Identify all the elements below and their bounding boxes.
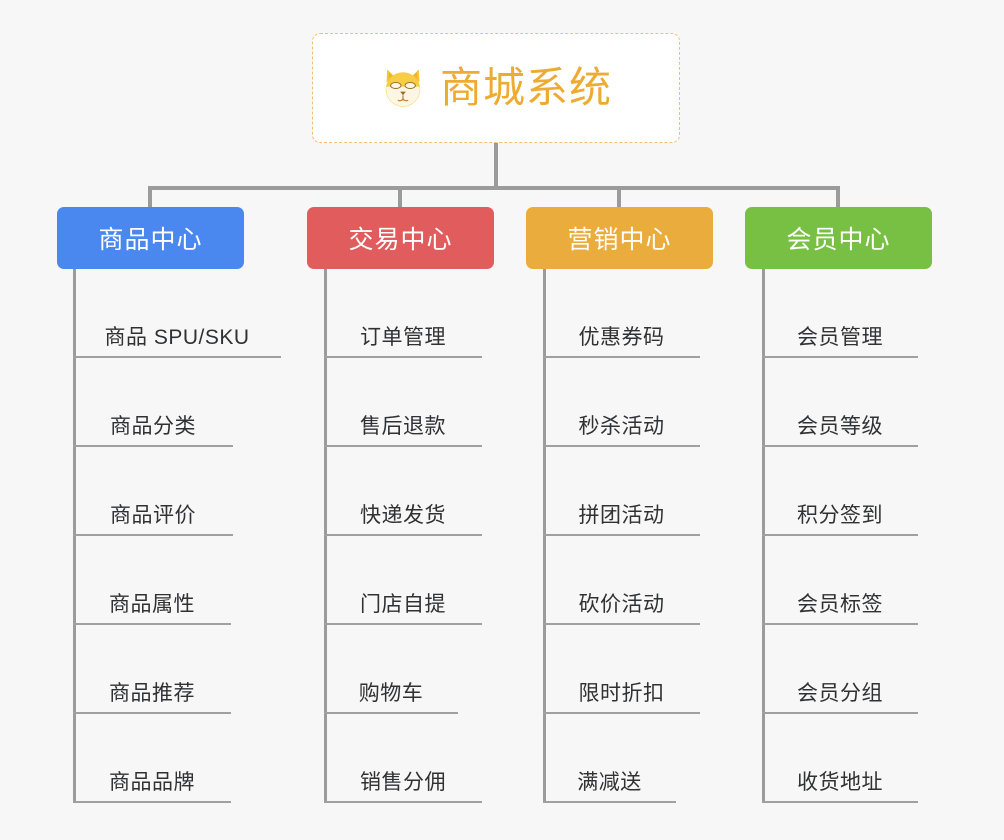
leaf-item[interactable]: 商品分类 xyxy=(73,358,233,447)
leaf-item-underline xyxy=(73,801,231,803)
connector-horizontal-bus xyxy=(148,186,840,190)
leaf-item-label: 会员管理 xyxy=(797,326,883,349)
category-node-label: 商品中心 xyxy=(98,226,203,254)
leaf-item[interactable]: 购物车 xyxy=(324,625,458,714)
leaf-item-label: 销售分佣 xyxy=(360,771,446,794)
leaf-item-underline xyxy=(324,445,482,447)
leaf-item-label: 满减送 xyxy=(577,771,642,794)
leaf-item-label: 会员分组 xyxy=(797,682,883,705)
category-node-3[interactable]: 会员中心 xyxy=(745,207,932,269)
leaf-item-underline xyxy=(762,801,918,803)
leaf-item-underline xyxy=(762,356,918,358)
leaf-item-underline xyxy=(73,534,233,536)
leaf-trunk-line xyxy=(543,269,546,803)
leaf-item-label: 收货地址 xyxy=(797,771,883,794)
leaf-item-underline xyxy=(73,445,233,447)
leaf-item-label: 会员标签 xyxy=(797,593,883,616)
leaf-item[interactable]: 会员等级 xyxy=(762,358,918,447)
leaf-item[interactable]: 优惠券码 xyxy=(543,269,700,358)
leaf-item-underline xyxy=(543,623,700,625)
leaf-item-underline xyxy=(762,712,918,714)
category-node-1[interactable]: 交易中心 xyxy=(307,207,494,269)
leaf-item[interactable]: 满减送 xyxy=(543,714,676,803)
leaf-item[interactable]: 积分签到 xyxy=(762,447,918,536)
leaf-item[interactable]: 快递发货 xyxy=(324,447,482,536)
connector-drop-4 xyxy=(836,186,840,208)
leaf-item-label: 商品推荐 xyxy=(109,682,195,705)
leaf-item[interactable]: 限时折扣 xyxy=(543,625,700,714)
leaf-item-underline xyxy=(324,356,482,358)
leaf-item[interactable]: 会员管理 xyxy=(762,269,918,358)
leaf-item[interactable]: 秒杀活动 xyxy=(543,358,700,447)
leaf-item-underline xyxy=(324,712,458,714)
leaf-item[interactable]: 砍价活动 xyxy=(543,536,700,625)
leaf-item-underline xyxy=(73,623,231,625)
connector-drop-1 xyxy=(148,186,152,208)
leaf-item-label: 快递发货 xyxy=(360,504,446,527)
leaf-item[interactable]: 收货地址 xyxy=(762,714,918,803)
leaf-item-label: 商品 SPU/SKU xyxy=(104,326,250,349)
category-node-2[interactable]: 营销中心 xyxy=(526,207,713,269)
leaf-item-label: 商品品牌 xyxy=(109,771,195,794)
leaf-item-underline xyxy=(762,623,918,625)
leaf-item-underline xyxy=(543,356,700,358)
leaf-item[interactable]: 商品属性 xyxy=(73,536,231,625)
leaf-item-label: 商品评价 xyxy=(110,504,196,527)
leaf-item-label: 购物车 xyxy=(358,682,424,705)
leaf-item-underline xyxy=(73,712,231,714)
leaf-item-label: 砍价活动 xyxy=(578,593,665,616)
leaf-item-label: 拼团活动 xyxy=(578,504,665,527)
leaf-item-underline xyxy=(543,534,700,536)
leaf-item[interactable]: 商品推荐 xyxy=(73,625,231,714)
category-node-label: 交易中心 xyxy=(348,226,453,254)
leaf-item-label: 限时折扣 xyxy=(578,682,665,705)
leaf-trunk-line xyxy=(73,269,76,803)
leaf-item[interactable]: 订单管理 xyxy=(324,269,482,358)
leaf-trunk-line xyxy=(762,269,765,803)
leaf-item-underline xyxy=(543,445,700,447)
leaf-item-label: 商品属性 xyxy=(109,593,195,616)
category-node-0[interactable]: 商品中心 xyxy=(57,207,244,269)
leaf-item-label: 会员等级 xyxy=(797,415,883,438)
leaf-item-label: 订单管理 xyxy=(360,326,446,349)
leaf-item-label: 优惠券码 xyxy=(578,326,665,349)
leaf-trunk-line xyxy=(324,269,327,803)
leaf-item-label: 门店自提 xyxy=(360,593,446,616)
leaf-item-underline xyxy=(762,445,918,447)
leaf-item[interactable]: 商品品牌 xyxy=(73,714,231,803)
leaf-item[interactable]: 会员标签 xyxy=(762,536,918,625)
leaf-item-label: 积分签到 xyxy=(797,504,883,527)
leaf-item[interactable]: 门店自提 xyxy=(324,536,482,625)
root-title: 商城系统 xyxy=(439,64,612,111)
leaf-item[interactable]: 销售分佣 xyxy=(324,714,482,803)
category-node-label: 营销中心 xyxy=(567,226,672,254)
leaf-item[interactable]: 商品评价 xyxy=(73,447,233,536)
leaf-item-underline xyxy=(324,801,482,803)
leaf-item[interactable]: 商品 SPU/SKU xyxy=(73,269,281,358)
leaf-item[interactable]: 拼团活动 xyxy=(543,447,700,536)
leaf-item[interactable]: 会员分组 xyxy=(762,625,918,714)
leaf-item-underline xyxy=(73,356,281,358)
leaf-item-underline xyxy=(543,712,700,714)
leaf-item-underline xyxy=(324,534,482,536)
root-node-商城系统[interactable]: 商城系统 xyxy=(312,33,680,143)
connector-drop-3 xyxy=(617,186,621,208)
category-node-label: 会员中心 xyxy=(786,226,891,254)
leaf-item-underline xyxy=(324,623,482,625)
shiba-dog-face-icon xyxy=(385,69,421,107)
leaf-item-underline xyxy=(543,801,676,803)
leaf-item[interactable]: 售后退款 xyxy=(324,358,482,447)
leaf-item-label: 秒杀活动 xyxy=(578,415,665,438)
leaf-item-underline xyxy=(762,534,918,536)
connector-drop-2 xyxy=(398,186,402,208)
leaf-item-label: 商品分类 xyxy=(110,415,196,438)
connector-root-stem xyxy=(494,143,498,188)
leaf-item-label: 售后退款 xyxy=(360,415,446,438)
